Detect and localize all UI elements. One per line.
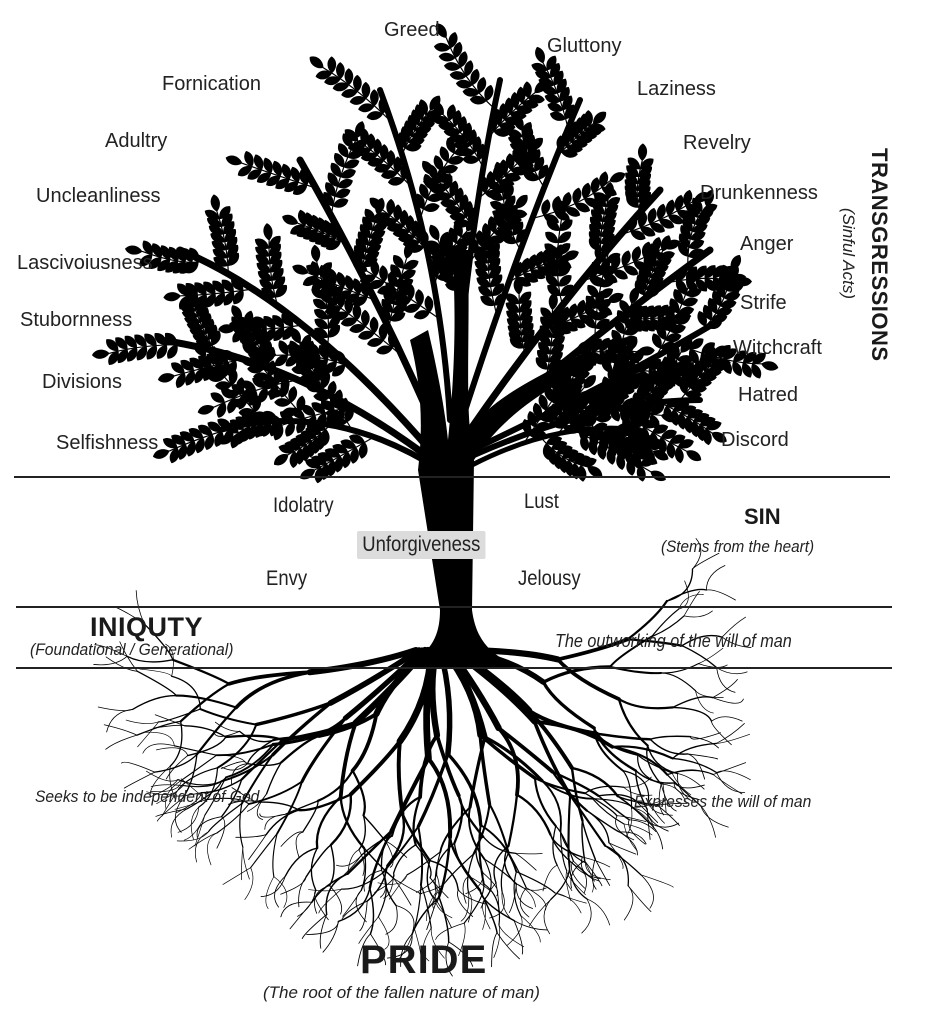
transgression-lascivoiusness: Lascivoiusness <box>17 252 153 274</box>
roots-left-note: Seeks to be independent of God <box>35 787 260 806</box>
divider-iniquity-roots <box>16 667 892 669</box>
transgression-greed: Greed <box>384 19 440 41</box>
transgression-anger: Anger <box>740 233 794 255</box>
transgression-hatred: Hatred <box>738 384 799 406</box>
roots-right-note: Expresses the will of man <box>634 792 812 811</box>
divider-transgressions-sin <box>14 476 890 478</box>
transgression-drunkenness: Drunkenness <box>700 182 818 204</box>
sin-lust: Lust <box>524 490 559 513</box>
iniquity-description: The outworking of the will of man <box>555 631 792 651</box>
iniquity-heading: INIQUTY <box>90 612 204 642</box>
transgression-gluttony: Gluttony <box>547 35 622 57</box>
trunk-icon <box>400 250 600 668</box>
sin-envy: Envy <box>266 567 308 590</box>
transgression-divisions: Divisions <box>42 371 123 393</box>
transgression-revelry: Revelry <box>683 132 751 154</box>
sin-idolatry: Idolatry <box>273 494 334 517</box>
roots-icon <box>93 538 752 977</box>
transgression-adultry: Adultry <box>105 130 168 152</box>
transgression-witchcraft: Witchcraft <box>733 337 822 359</box>
sin-heading: SIN <box>744 504 781 529</box>
transgression-stubornness: Stubornness <box>20 309 133 331</box>
transgression-uncleanliness: Uncleanliness <box>36 185 161 207</box>
sin-jelousy: Jelousy <box>518 567 581 590</box>
transgression-strife: Strife <box>740 292 787 314</box>
iniquity-subtitle: (Foundational / Generational) <box>30 640 234 659</box>
transgressions-subtitle: (Sinful Acts) <box>839 208 858 300</box>
sin-subtitle: (Stems from the heart) <box>661 537 815 556</box>
transgression-selfishness: Selfishness <box>56 432 159 454</box>
divider-sin-iniquity <box>16 606 892 608</box>
transgression-discord: Discord <box>721 429 789 451</box>
transgressions-heading: TRANSGRESSIONS <box>867 148 892 362</box>
pride-heading: PRIDE <box>360 938 488 982</box>
transgression-fornication: Fornication <box>162 73 261 95</box>
pride-subtitle: (The root of the fallen nature of man) <box>263 983 540 1002</box>
transgression-laziness: Laziness <box>637 78 716 100</box>
sin-unforgiveness: Unforgiveness <box>357 531 486 559</box>
